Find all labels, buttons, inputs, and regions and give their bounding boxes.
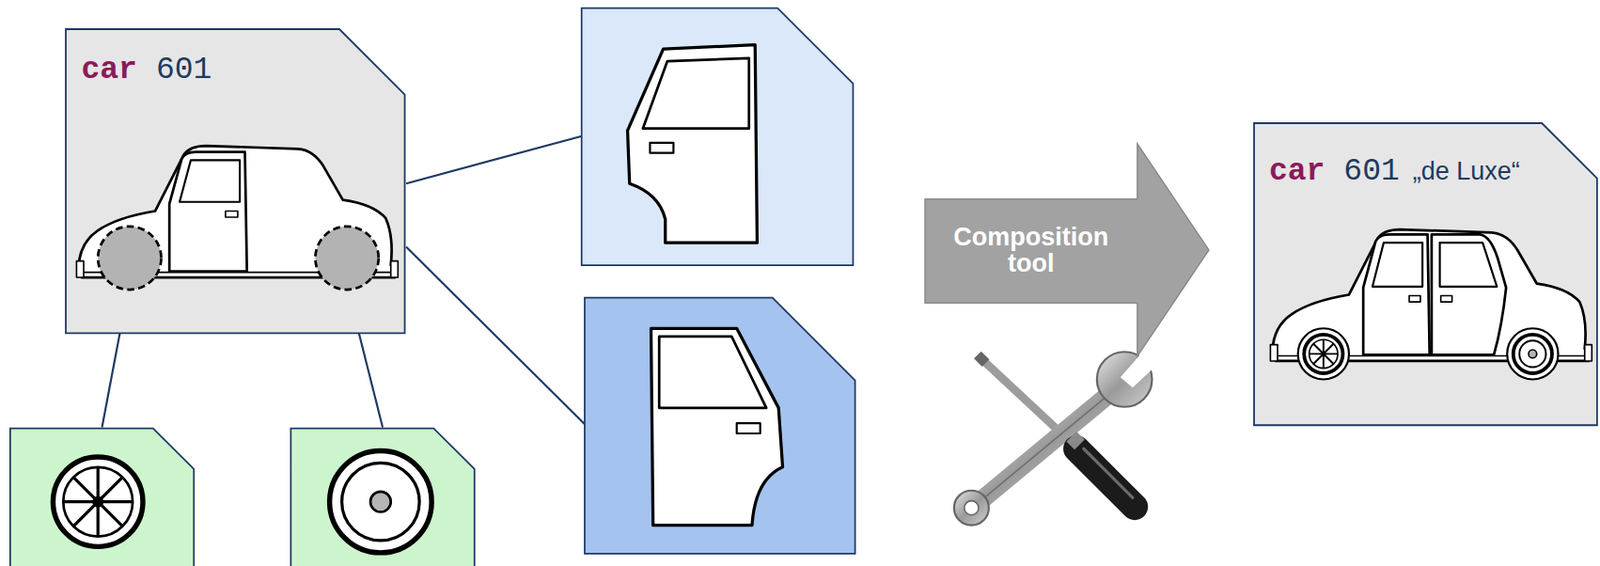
wrench-hole [964,501,979,516]
variant-name: „de Luxe“ [1412,156,1521,187]
spokes [62,467,133,537]
sill-line [1275,355,1589,358]
text-area: Composition tool [929,199,1132,304]
tyre [52,456,143,547]
spoked-wheel [1298,328,1350,379]
component-box [290,428,474,566]
component-box [584,298,856,554]
sill-line [81,271,395,274]
rim [1519,340,1546,367]
process-arrow: Composition tool [924,142,1210,358]
door-window [643,58,750,129]
rim [62,467,133,537]
hub [93,496,104,507]
door-window [658,336,767,408]
wrench-ring [954,490,989,526]
tools-icon [954,345,1164,526]
door-handle [649,142,674,154]
spoked-wheel-icon [52,456,143,547]
car-door [169,152,247,272]
car-drawing [76,145,398,290]
tyre [1513,334,1553,374]
tyre [1303,334,1343,374]
spokes [1309,339,1338,368]
car-window [179,159,240,202]
car-body [1272,229,1589,361]
spoke [73,477,123,527]
hub [370,491,392,513]
door-outline [651,328,784,525]
car-door [1363,234,1430,355]
car-door [1431,234,1506,355]
composed-car-drawing [1270,229,1592,379]
door-handle [225,211,238,219]
type-number: 601 [1343,154,1399,189]
wheel-arch [1506,328,1558,379]
component-box: car 601 „de Luxe“ [1253,122,1599,426]
door-handle [737,423,761,434]
type-number: 601 [156,52,212,88]
door-outline [627,45,758,243]
heading: car 601 [80,52,225,88]
screwdriver-tip [977,354,987,363]
spoke [73,477,123,527]
bumper [1270,345,1278,361]
heading: car 601 „de Luxe“ [1269,154,1521,189]
box-outline [65,29,406,333]
car-window [1440,242,1498,287]
process-label: Composition tool [929,224,1132,277]
wheel-slot [97,226,161,290]
rim [1309,339,1338,368]
box-outline [1254,123,1598,425]
car-body [78,145,395,278]
bumper [76,261,84,278]
wheel-arch [1298,328,1350,379]
hubcap-wheel-icon [329,450,433,552]
rim [342,462,420,540]
component-box [10,428,194,566]
door-handle [1441,296,1453,303]
arrow-outline [925,143,1209,357]
handle-highlight [1083,448,1133,498]
leader-line [406,135,584,184]
hubcap-wheel [1506,328,1558,379]
car-window [1372,242,1423,287]
bumper [1584,345,1593,361]
component-box: car 601 [64,28,407,334]
wheel-slot [314,226,378,290]
bumper [391,261,399,278]
leader-line [406,246,586,425]
keyword: car [80,52,137,88]
door-icon [651,328,784,525]
door-icon [627,45,758,243]
component-box [581,8,854,266]
keyword: car [1269,154,1325,189]
door-handle [1409,296,1421,303]
screwdriver-handle [1076,448,1135,507]
handle-ferrule [1071,436,1081,445]
hub [1528,349,1538,359]
tyre [329,450,433,552]
